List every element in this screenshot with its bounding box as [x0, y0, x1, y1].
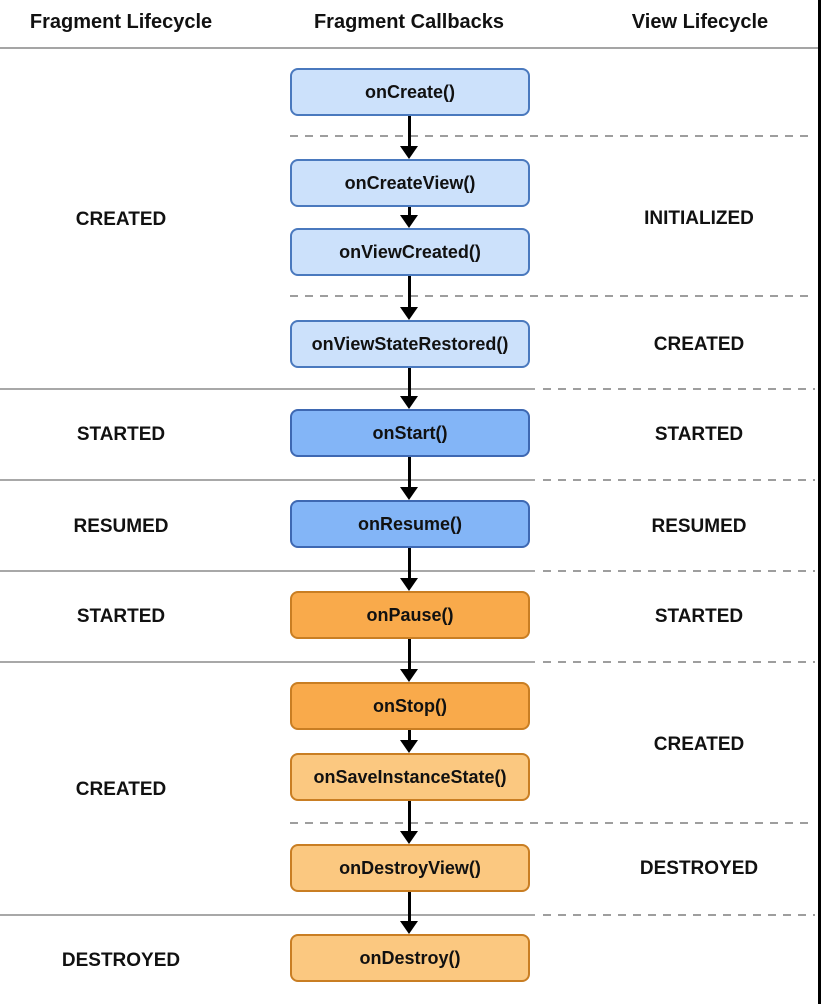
view-state-label: INITIALIZED: [644, 208, 754, 229]
view-transition-line: [290, 295, 815, 297]
fragment-transition-line: [0, 661, 535, 663]
flow-arrow: [399, 801, 419, 844]
fragment-transition-line: [0, 914, 535, 916]
callback-box-ondestroy: onDestroy(): [290, 934, 530, 982]
column-header-view-lifecycle: View Lifecycle: [631, 11, 769, 33]
callback-box-oncreate: onCreate(): [290, 68, 530, 116]
view-transition-line: [543, 914, 815, 916]
fragment-state-label: STARTED: [76, 424, 166, 445]
callback-box-onstart: onStart(): [290, 409, 530, 457]
flow-arrow: [399, 548, 419, 591]
callback-box-onviewcreated: onViewCreated(): [290, 228, 530, 276]
fragment-transition-line: [0, 479, 535, 481]
fragment-state-label: CREATED: [75, 779, 167, 800]
view-transition-line: [543, 570, 815, 572]
view-state-label: STARTED: [654, 424, 744, 445]
right-edge-line: [818, 0, 821, 1004]
callback-box-onpause: onPause(): [290, 591, 530, 639]
callback-box-ondestroyview: onDestroyView(): [290, 844, 530, 892]
view-state-label: RESUMED: [651, 516, 747, 537]
view-transition-line: [543, 479, 815, 481]
view-transition-line: [290, 135, 815, 137]
callback-box-onstop: onStop(): [290, 682, 530, 730]
view-state-label: CREATED: [653, 334, 745, 355]
fragment-state-label: CREATED: [75, 209, 167, 230]
view-transition-line: [543, 661, 815, 663]
view-transition-line: [543, 388, 815, 390]
flow-arrow: [399, 639, 419, 682]
fragment-transition-line: [0, 388, 535, 390]
fragment-state-label: STARTED: [76, 606, 166, 627]
flow-arrow: [399, 276, 419, 320]
callback-box-onsaveinstancestate: onSaveInstanceState(): [290, 753, 530, 801]
callback-box-onresume: onResume(): [290, 500, 530, 548]
view-state-label: STARTED: [654, 606, 744, 627]
callback-box-oncreateview: onCreateView(): [290, 159, 530, 207]
column-header-fragment-lifecycle: Fragment Lifecycle: [29, 11, 213, 33]
view-transition-line: [290, 822, 815, 824]
callback-box-onviewstaterestored: onViewStateRestored(): [290, 320, 530, 368]
flow-arrow: [399, 207, 419, 228]
flow-arrow: [399, 730, 419, 753]
flow-arrow: [399, 457, 419, 500]
fragment-state-label: DESTROYED: [61, 950, 181, 971]
header-divider-line: [0, 47, 821, 49]
view-state-label: DESTROYED: [639, 858, 759, 879]
column-header-fragment-callbacks: Fragment Callbacks: [313, 11, 505, 33]
fragment-state-label: RESUMED: [73, 516, 169, 537]
flow-arrow: [399, 368, 419, 409]
fragment-transition-line: [0, 570, 535, 572]
view-state-label: CREATED: [653, 734, 745, 755]
flow-arrow: [399, 116, 419, 159]
flow-arrow: [399, 892, 419, 934]
